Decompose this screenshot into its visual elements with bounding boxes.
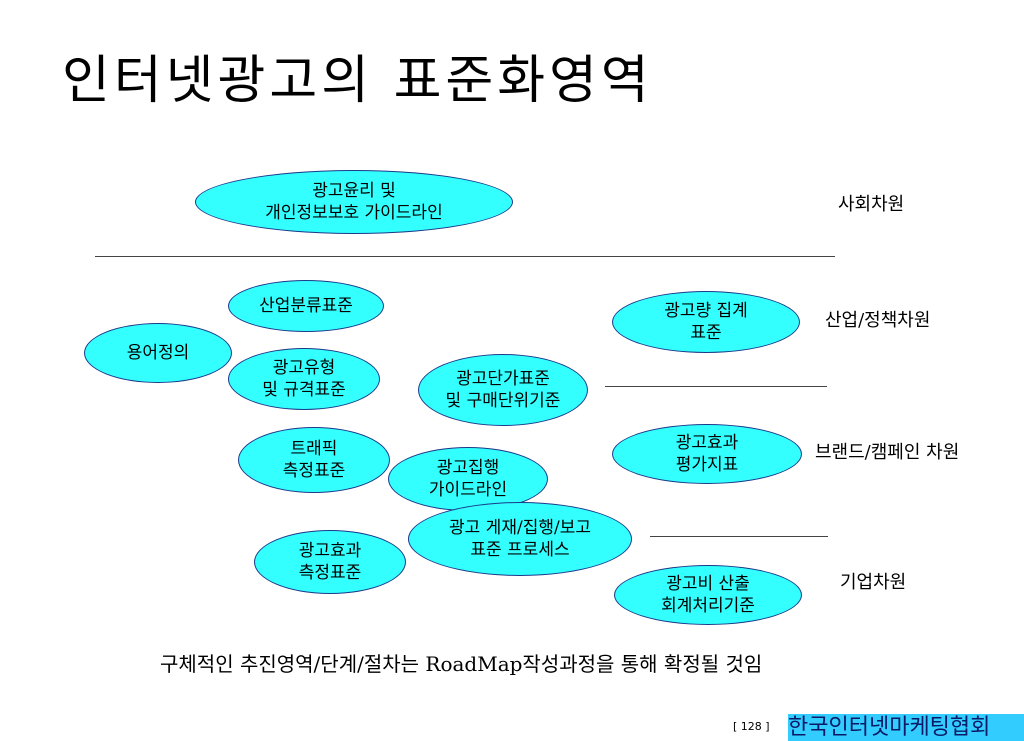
ellipse-effect-measure: 광고효과 측정표준 (254, 530, 406, 594)
ellipse-glossary: 용어정의 (84, 323, 232, 383)
dimension-corporate: 기업차원 (840, 572, 907, 593)
divider-brand (650, 536, 828, 537)
ellipse-execution-guideline: 광고집행 가이드라인 (388, 447, 548, 511)
ellipse-volume-aggregation: 광고량 집계 표준 (612, 291, 800, 353)
page-number: [ 128 ] (733, 720, 770, 733)
divider-industry (605, 386, 827, 387)
ellipse-traffic-measure: 트래픽 측정표준 (238, 427, 390, 493)
ellipse-industry-classification: 산업분류표준 (228, 280, 384, 332)
page-title: 인터넷광고의 표준화영역 (62, 51, 653, 111)
dimension-industry: 산업/정책차원 (825, 310, 931, 331)
ellipse-cost-accounting: 광고비 산출 회계처리기준 (614, 565, 802, 625)
ellipse-ethics-privacy: 광고윤리 및 개인정보보호 가이드라인 (195, 170, 513, 234)
dimension-social: 사회차원 (838, 194, 905, 215)
ellipse-ad-type-spec: 광고유형 및 규격표준 (228, 348, 380, 410)
ellipse-effect-index: 광고효과 평가지표 (612, 424, 802, 484)
organization-label: 한국인터넷마케팅협회 (788, 714, 1024, 741)
divider-social (95, 256, 835, 257)
footnote: 구체적인 추진영역/단계/절차는 RoadMap작성과정을 통해 확정될 것임 (160, 652, 763, 676)
ellipse-unit-price: 광고단가표준 및 구매단위기준 (418, 354, 588, 426)
dimension-brand: 브랜드/캠페인 차원 (815, 442, 960, 463)
ellipse-process-standard: 광고 게재/집행/보고 표준 프로세스 (408, 502, 632, 576)
